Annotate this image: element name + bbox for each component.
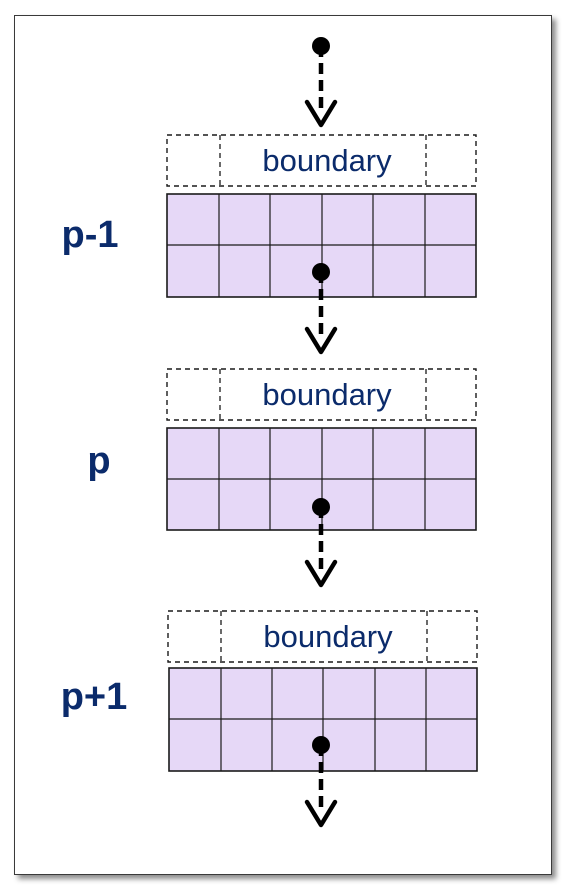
boundary-outline bbox=[167, 610, 478, 663]
start-dot-icon bbox=[312, 498, 330, 516]
boundary-row: boundary bbox=[166, 134, 477, 187]
arrow-3 bbox=[304, 498, 338, 588]
arrowhead-icon bbox=[304, 799, 338, 828]
boundary-row: boundary bbox=[166, 368, 477, 421]
block-p: p boundary bbox=[87, 368, 477, 531]
arrowhead-icon bbox=[304, 326, 338, 355]
start-dot-icon bbox=[312, 736, 330, 754]
arrow-1 bbox=[304, 37, 338, 128]
cell-grid bbox=[166, 427, 477, 531]
start-dot-icon bbox=[312, 37, 330, 55]
arrow-4 bbox=[304, 736, 338, 828]
boundary-outline bbox=[166, 368, 477, 421]
boundary-row: boundary bbox=[167, 610, 478, 663]
process-label-p-plus-1: p+1 bbox=[61, 676, 128, 718]
block-p-plus-1: p+1 boundary bbox=[61, 610, 478, 772]
arrowhead-icon bbox=[304, 559, 338, 588]
block-p-minus-1: p-1 boundary bbox=[62, 134, 477, 298]
boundary-label: boundary bbox=[262, 143, 392, 178]
arrow-2 bbox=[304, 263, 338, 355]
boundary-label: boundary bbox=[262, 377, 392, 412]
boundary-outline bbox=[166, 134, 477, 187]
process-label-p: p bbox=[87, 440, 110, 482]
boundary-label: boundary bbox=[263, 619, 393, 654]
arrowhead-icon bbox=[304, 99, 338, 128]
start-dot-icon bbox=[312, 263, 330, 281]
process-label-p-minus-1: p-1 bbox=[62, 214, 119, 256]
